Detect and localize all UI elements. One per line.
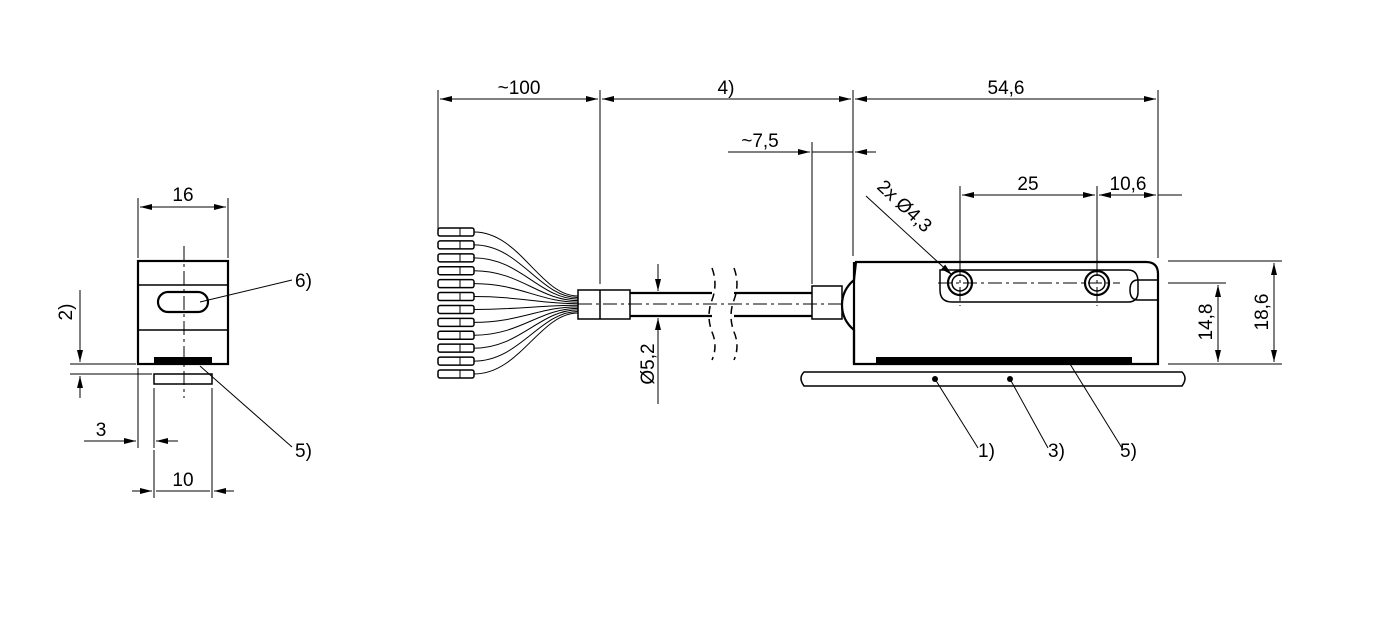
wire-ferrule [437,304,475,315]
callout-5-main: 5) [1120,441,1137,462]
wire-ferrule [437,227,475,237]
lead-wire [473,257,579,300]
connector-leads [437,227,866,379]
side-view: 16 2) 3 10 6) 5) [56,185,312,498]
lead-wire [473,304,579,310]
callout-5-side: 5) [295,441,312,462]
main-housing [800,260,1186,387]
wire-ferrule [437,291,475,302]
dim-holes: 2x Ø4,3 [873,176,936,237]
wire-ferrule [437,278,475,289]
dim-housing-length: 54,6 [988,78,1025,99]
dim-hole-edge: 10,6 [1110,174,1147,195]
wire-ferrule [437,330,475,341]
housing-body [840,260,1160,366]
wire-ferrule [437,240,475,250]
wire-ferrule [437,317,475,328]
lead-wire [473,312,579,375]
lead-wire [473,306,579,323]
dim-sleeve-length: ~7,5 [741,131,779,152]
lead-wire [473,307,579,336]
callout-3: 3) [1048,441,1065,462]
side-view-slot [156,290,210,314]
lead-wire [473,244,579,299]
wire-ferrule [437,265,475,276]
dim-width: 16 [172,185,193,206]
dim-base-width: 10 [172,470,193,491]
dim-offset-2: 2) [56,304,77,321]
main-callouts: 1) 3) 5) [934,363,1137,462]
dim-cable-length: 4) [718,78,735,99]
dim-lead-length: ~100 [498,78,541,99]
dim-height-holes: 14,8 [1196,304,1217,341]
dim-offset-3: 3 [96,420,107,441]
wire-ferrule [437,356,475,366]
lead-wire [473,310,579,362]
lead-wire [473,296,579,305]
wire-ferrule [437,369,475,379]
side-view-base [153,373,213,385]
dim-height-total: 18,6 [1252,294,1273,331]
dim-hole-spacing: 25 [1017,174,1038,195]
lead-wire [473,270,579,302]
callout-1: 1) [978,441,995,462]
wire-ferrule [437,253,475,263]
callout-6: 6) [295,271,312,292]
lead-wire [473,283,579,303]
wire-ferrule [437,343,475,353]
dim-cable-diameter: Ø5,2 [638,343,659,384]
lead-wire [473,231,579,297]
lead-wire [473,309,579,349]
